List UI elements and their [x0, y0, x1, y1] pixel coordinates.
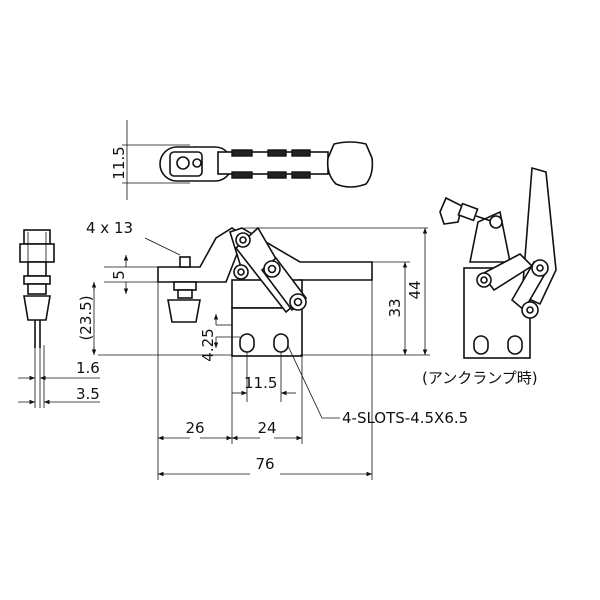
left-side-view [18, 229, 100, 408]
unclamped-view [439, 166, 557, 359]
front-view [91, 226, 430, 480]
unclamped-view-label: (アンクランプ時) [422, 369, 538, 387]
side-thickness-label: 1.6 [76, 359, 100, 377]
top-view [122, 120, 374, 200]
top-view-height-label: 11.5 [110, 146, 128, 179]
base-height-label: 33 [386, 298, 404, 317]
total-height-label: 44 [406, 280, 424, 299]
total-length-label: 76 [255, 455, 274, 473]
side-width-label: 3.5 [76, 385, 100, 403]
spindle-height-label: (23.5) [77, 295, 95, 340]
slot-height-label: 4.25 [199, 328, 217, 361]
slot-pitch-label: 11.5 [244, 374, 277, 392]
base-offset-label: 26 [185, 419, 204, 437]
handle-bar-pitch-label: 4 x 13 [86, 219, 133, 237]
bar-offset-label: 5 [110, 270, 128, 280]
slots-callout-label: 4-SLOTS-4.5X6.5 [342, 409, 468, 427]
base-length-label: 24 [257, 419, 276, 437]
